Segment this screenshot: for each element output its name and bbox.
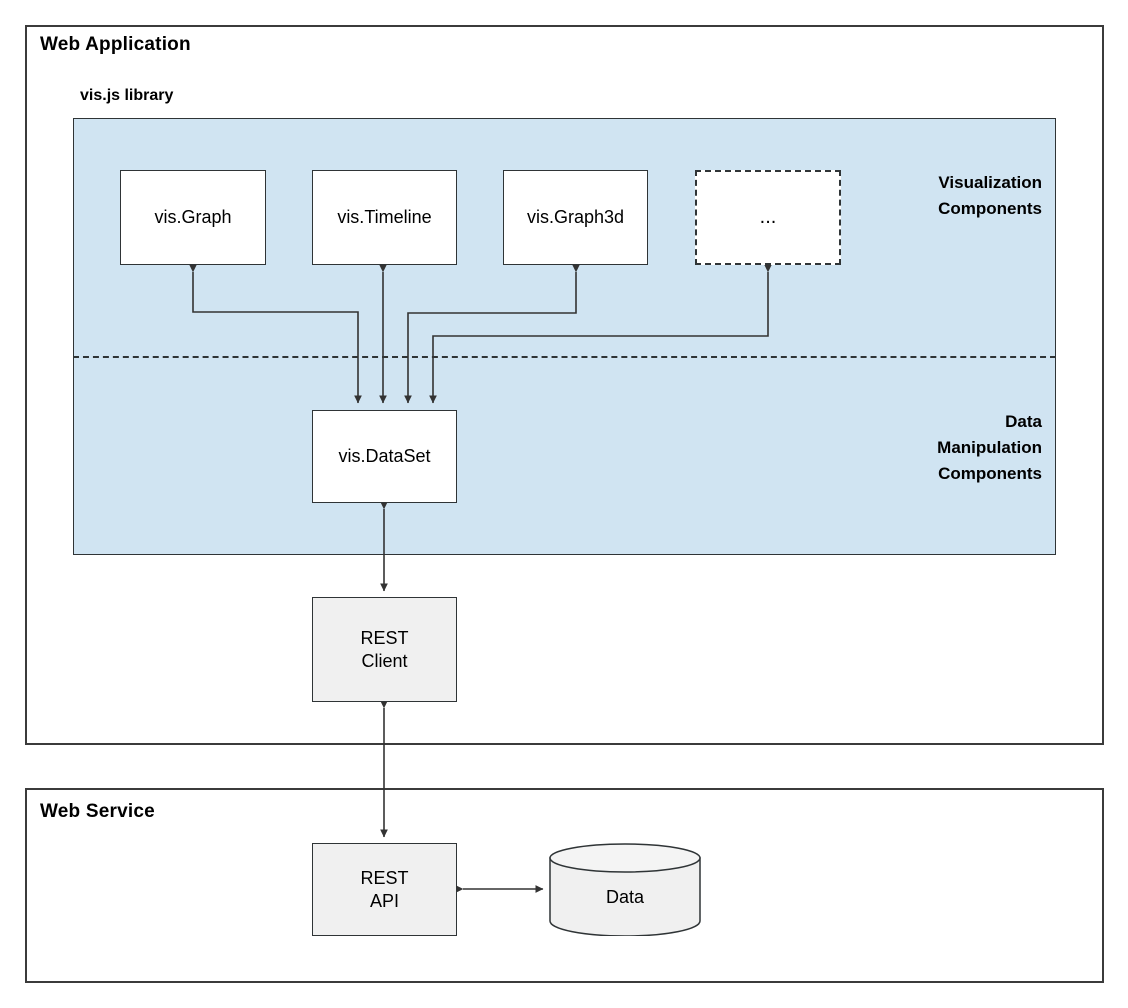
node-rest-api[interactable]: REST API [312, 843, 457, 936]
node-vis-graph3d[interactable]: vis.Graph3d [503, 170, 648, 265]
cylinder-icon [549, 843, 701, 937]
node-vis-dataset[interactable]: vis.DataSet [312, 410, 457, 503]
node-vis-timeline[interactable]: vis.Timeline [312, 170, 457, 265]
web-service-title: Web Service [40, 801, 155, 822]
library-section-divider [73, 356, 1056, 358]
node-more-components[interactable]: ... [695, 170, 841, 265]
node-vis-graph[interactable]: vis.Graph [120, 170, 266, 265]
data-store-label: Data [605, 887, 645, 907]
node-rest-client[interactable]: REST Client [312, 597, 457, 702]
web-application-frame [25, 25, 1104, 745]
web-service-frame [25, 788, 1104, 983]
data-manipulation-components-label: Data Manipulation Components [937, 412, 1042, 483]
node-data-store[interactable]: Data [549, 843, 701, 937]
vis-js-library-label: vis.js library [80, 87, 174, 104]
visualization-components-label: Visualization Components [938, 173, 1042, 218]
web-application-title: Web Application [40, 34, 191, 55]
